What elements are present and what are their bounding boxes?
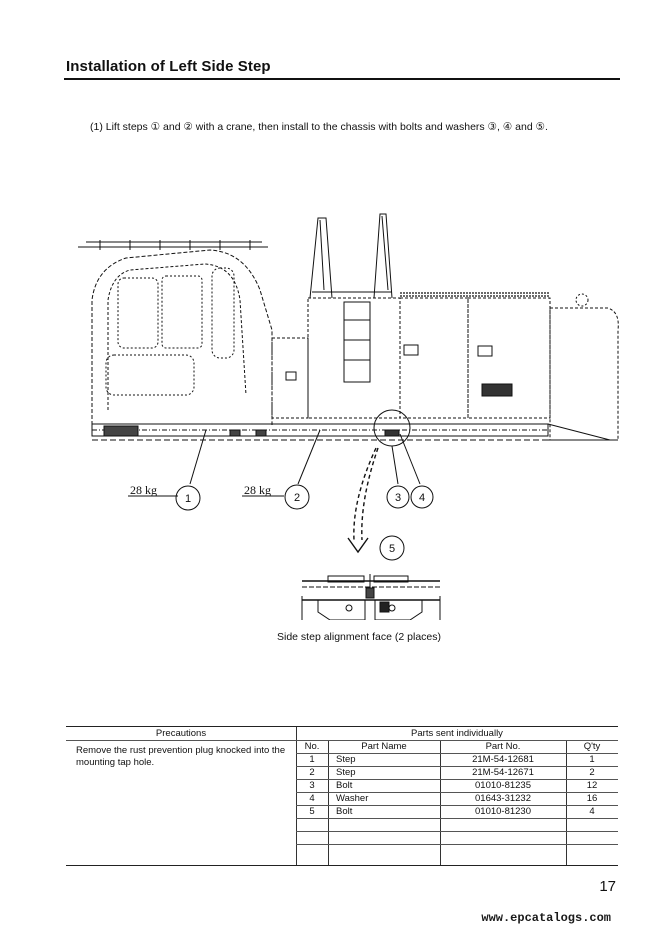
precautions-parts-table: Precautions Parts sent individually Remo… [66, 726, 618, 866]
callout-circle-4 [410, 485, 434, 509]
table-row-part-no: 21M-54-12671 [472, 767, 534, 778]
table-row-qty: 2 [589, 767, 595, 778]
excavator-side-view-drawing: 28 kg 28 kg 1 2 3 4 5 [78, 213, 619, 620]
counterweight [549, 307, 619, 441]
table-row-no: 4 [309, 793, 315, 804]
col-header-no: No. [304, 741, 320, 752]
col-header-qty: Q'ty [583, 741, 601, 752]
weight-label-step-2: 28 kg [244, 483, 271, 497]
instruction-step-1: (1) Lift steps ① and ② with a crane, the… [90, 121, 548, 133]
callout-circle-1 [175, 485, 201, 511]
title-underline [64, 78, 620, 80]
table-row-qty: 16 [586, 793, 598, 804]
table-row-part-name: Bolt [336, 780, 353, 791]
roof-rail [78, 240, 268, 250]
table-row-part-name: Step [336, 754, 356, 765]
callout-label-5: 5 [389, 543, 395, 555]
precautions-header: Precautions [155, 728, 207, 739]
table-row-qty: 1 [589, 754, 595, 765]
table-row-part-name: Bolt [336, 806, 353, 817]
watermark-url: www.epcatalogs.com [481, 911, 611, 925]
page-number: 17 [599, 878, 616, 895]
col-header-part-no: Part No. [485, 741, 521, 752]
table-row-no: 2 [309, 767, 315, 778]
handrails [309, 213, 393, 299]
step-alignment-detail [301, 574, 441, 620]
callout-circle-5 [379, 535, 405, 561]
table-row-no: 5 [309, 806, 315, 817]
callout-label-3: 3 [395, 492, 401, 504]
table-row-qty: 12 [586, 780, 598, 791]
callout-label-4: 4 [419, 492, 425, 504]
table-row-part-no: 01010-81230 [475, 806, 531, 817]
page-title: Installation of Left Side Step [66, 58, 271, 75]
table-row-no: 1 [309, 754, 315, 765]
precautions-text: Remove the rust prevention plug knocked … [76, 745, 286, 768]
callout-circle-3 [386, 485, 410, 509]
table-row-part-name: Washer [336, 793, 369, 804]
detail-circle [373, 409, 411, 447]
callout-circle-2 [284, 484, 310, 510]
chassis-frame [91, 423, 618, 441]
table-row-qty: 4 [589, 806, 595, 817]
weight-label-step-1: 28 kg [130, 483, 157, 497]
hood-panels [271, 297, 551, 419]
callout-label-1: 1 [185, 493, 191, 505]
ladder [343, 301, 371, 383]
table-row-part-no: 01010-81235 [475, 780, 531, 791]
detail-caption: Side step alignment face (2 places) [277, 631, 442, 643]
cab-outline [91, 249, 273, 425]
cab-windows [105, 267, 235, 396]
col-header-part-name: Part Name [361, 741, 407, 752]
table-row-part-name: Step [336, 767, 356, 778]
table-row-part-no: 21M-54-12681 [472, 754, 534, 765]
parts-header: Parts sent individually [411, 728, 503, 739]
callout-label-2: 2 [294, 492, 300, 504]
table-row-no: 3 [309, 780, 315, 791]
table-row-part-no: 01643-31232 [475, 793, 531, 804]
